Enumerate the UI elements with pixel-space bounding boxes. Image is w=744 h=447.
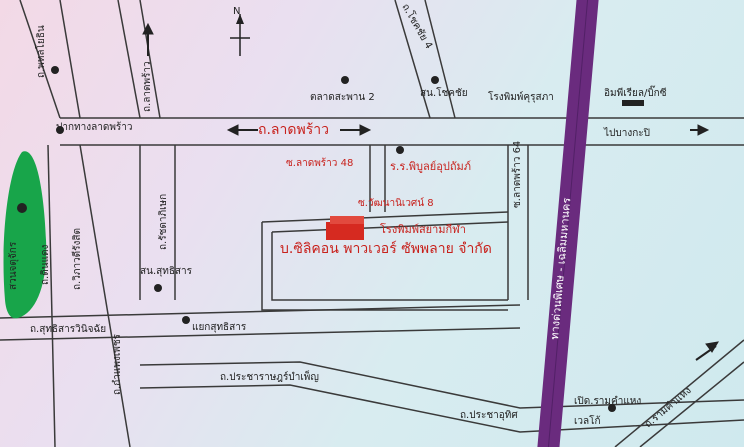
road-sutthisan (0, 304, 521, 341)
label-company: บ.ซิลิคอน พาวเวอร์ ซัพพลาย จำกัด (280, 240, 492, 257)
dot-1 (51, 66, 59, 74)
label-din-daeng: ถ.ดินแดง (40, 244, 51, 285)
road-soi48 (369, 145, 386, 212)
dot-6 (341, 76, 349, 84)
label-police: สน.โชคชัย (420, 86, 468, 99)
dot-4 (154, 284, 162, 292)
label-soi64: ซ.ลาดพร้าว 64 (511, 141, 523, 208)
road-chokchai4 (394, 0, 456, 119)
label-press-siam: โรงพิมพ์สยามกีฬา (380, 222, 466, 236)
dot-5 (182, 316, 190, 324)
dot-9 (608, 404, 616, 412)
label-chokchai4: ถ.โชคชัย 4 (399, 1, 435, 51)
label-watthana: ซ.วัฒนานิเวศน์ 8 (358, 197, 434, 209)
dot-7 (431, 76, 439, 84)
road-left-vertical (117, 0, 161, 119)
label-phahon: ถ.พหลโยธิน (34, 25, 47, 78)
label-ratchada: ถ.รัชดาภิเษก (158, 194, 169, 250)
label-welco: เวลโก้ (574, 414, 601, 427)
label-vibhavadi: ถ.วิภาวดีรังสิต (71, 228, 83, 290)
road-ratchadaphisek (139, 145, 176, 300)
label-pracharat: ถ.ประชาราษฎร์บำเพ็ญ (220, 369, 319, 383)
label-park: สวนจตุจักร (8, 241, 19, 290)
label-school: ร.ร.พิบูลย์อุปถัมภ์ (390, 160, 471, 173)
road-inner-loop (261, 211, 509, 311)
road-ramkhamhaeng (614, 339, 744, 447)
label-bkk-ram: เปิด.รามคำแหง (574, 396, 641, 407)
park-area (3, 151, 47, 319)
label-ladprao: ถ.ลาดพร้าว (258, 122, 329, 138)
dot-8 (396, 146, 404, 154)
label-imperial: อิมพีเรียล/บิ๊กซี (604, 85, 667, 99)
compass-north: N (233, 6, 240, 17)
imperial-marker (622, 100, 644, 106)
label-sutthisan: ถ.สุทธิสารวินิจฉัย (30, 324, 106, 335)
label-ladprao-left: ถ.ลาดพร้าว (141, 61, 153, 112)
label-sutthisan-junction: แยกสุทธิสาร (192, 322, 247, 333)
arrows (142, 22, 719, 361)
road-ladprao (60, 117, 744, 146)
company-building-top (330, 216, 364, 224)
dot-3 (17, 203, 27, 213)
road-pracharat (139, 361, 744, 433)
expressway-edge (547, 0, 589, 447)
landmark-dots (17, 66, 616, 412)
label-ladprao-48: ซ.ลาดพร้าว 48 (286, 157, 353, 169)
company-building (326, 222, 364, 240)
label-prachautit: ถ.ประชาอุทิศ (460, 410, 518, 421)
label-police-sutthi: สน.สุทธิสาร (140, 266, 193, 277)
label-kamphaeng: ถ.กำแพงเพชร (112, 333, 123, 395)
label-press-kurusapha: โรงพิมพ์คุรุสภา (488, 90, 554, 103)
label-to-bangkapi: ไปบางกะปิ (603, 127, 650, 139)
label-market: ตลาดสะพาน 2 (310, 92, 375, 103)
compass-icon (230, 14, 250, 56)
road-phahonyothin (19, 0, 131, 447)
dot-2 (56, 126, 64, 134)
label-ladprao-junction: ปากทางลาดพร้าว (56, 121, 133, 133)
